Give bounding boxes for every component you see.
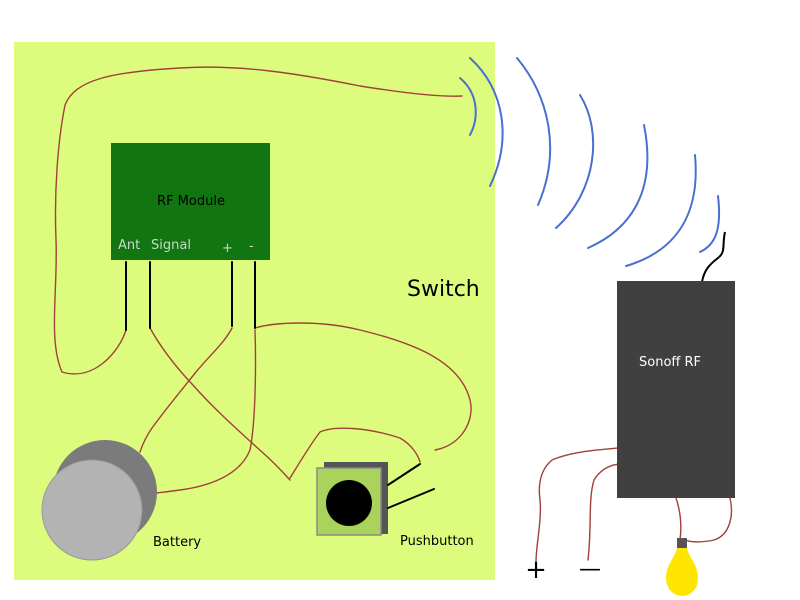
wave-5 — [587, 124, 649, 249]
radio-waves — [459, 57, 721, 267]
rf-pin-signal-label: Signal — [151, 238, 191, 253]
wave-6 — [625, 154, 697, 267]
wires — [53, 66, 733, 563]
rf-module-body — [111, 143, 270, 260]
pushbutton-lead-top — [387, 463, 421, 486]
rf-module-title: RF Module — [157, 194, 225, 209]
rf-pin-minus-label: - — [249, 239, 254, 254]
pushbutton — [316, 462, 435, 536]
pushbutton-cap — [326, 480, 372, 526]
wave-7 — [699, 195, 721, 253]
wave-3 — [516, 57, 552, 206]
wave-2 — [469, 57, 504, 187]
wire-bulb-2 — [684, 497, 733, 543]
wire-signal — [149, 327, 291, 481]
bulb-glass — [666, 548, 698, 596]
wire-minus — [254, 322, 472, 451]
rf-pin-ant-label: Ant — [118, 238, 140, 253]
wire-plus — [139, 327, 233, 453]
lightbulb-icon — [666, 538, 698, 596]
wire-sonoff-plus — [535, 447, 619, 563]
wire-bulb-1 — [675, 497, 682, 541]
battery-face — [41, 459, 143, 561]
sonoff-antenna-lead — [701, 231, 726, 283]
wire-sonoff-minus — [587, 463, 623, 561]
pushbutton-label: Pushbutton — [400, 534, 474, 549]
wire-pushbutton — [289, 427, 421, 479]
battery — [41, 440, 157, 561]
pushbutton-shadow — [324, 462, 388, 470]
wave-1 — [459, 77, 477, 136]
rf-pin-plus-label: + — [222, 241, 233, 256]
terminal-plus: + — [525, 555, 547, 585]
sonoff-rf: Sonoff RF — [617, 281, 735, 498]
terminal-minus: — — [579, 557, 601, 582]
bulb-base — [677, 538, 687, 548]
sonoff-body — [617, 281, 735, 498]
pushbutton-side — [380, 462, 388, 534]
switch-label: Switch — [407, 277, 480, 302]
battery-label: Battery — [153, 535, 201, 550]
sonoff-label: Sonoff RF — [639, 355, 701, 370]
rf-module: RF Module Ant Signal + - — [111, 143, 270, 331]
pushbutton-lead-bottom — [387, 488, 435, 509]
wave-4 — [555, 94, 595, 229]
wire-antenna — [53, 66, 463, 375]
